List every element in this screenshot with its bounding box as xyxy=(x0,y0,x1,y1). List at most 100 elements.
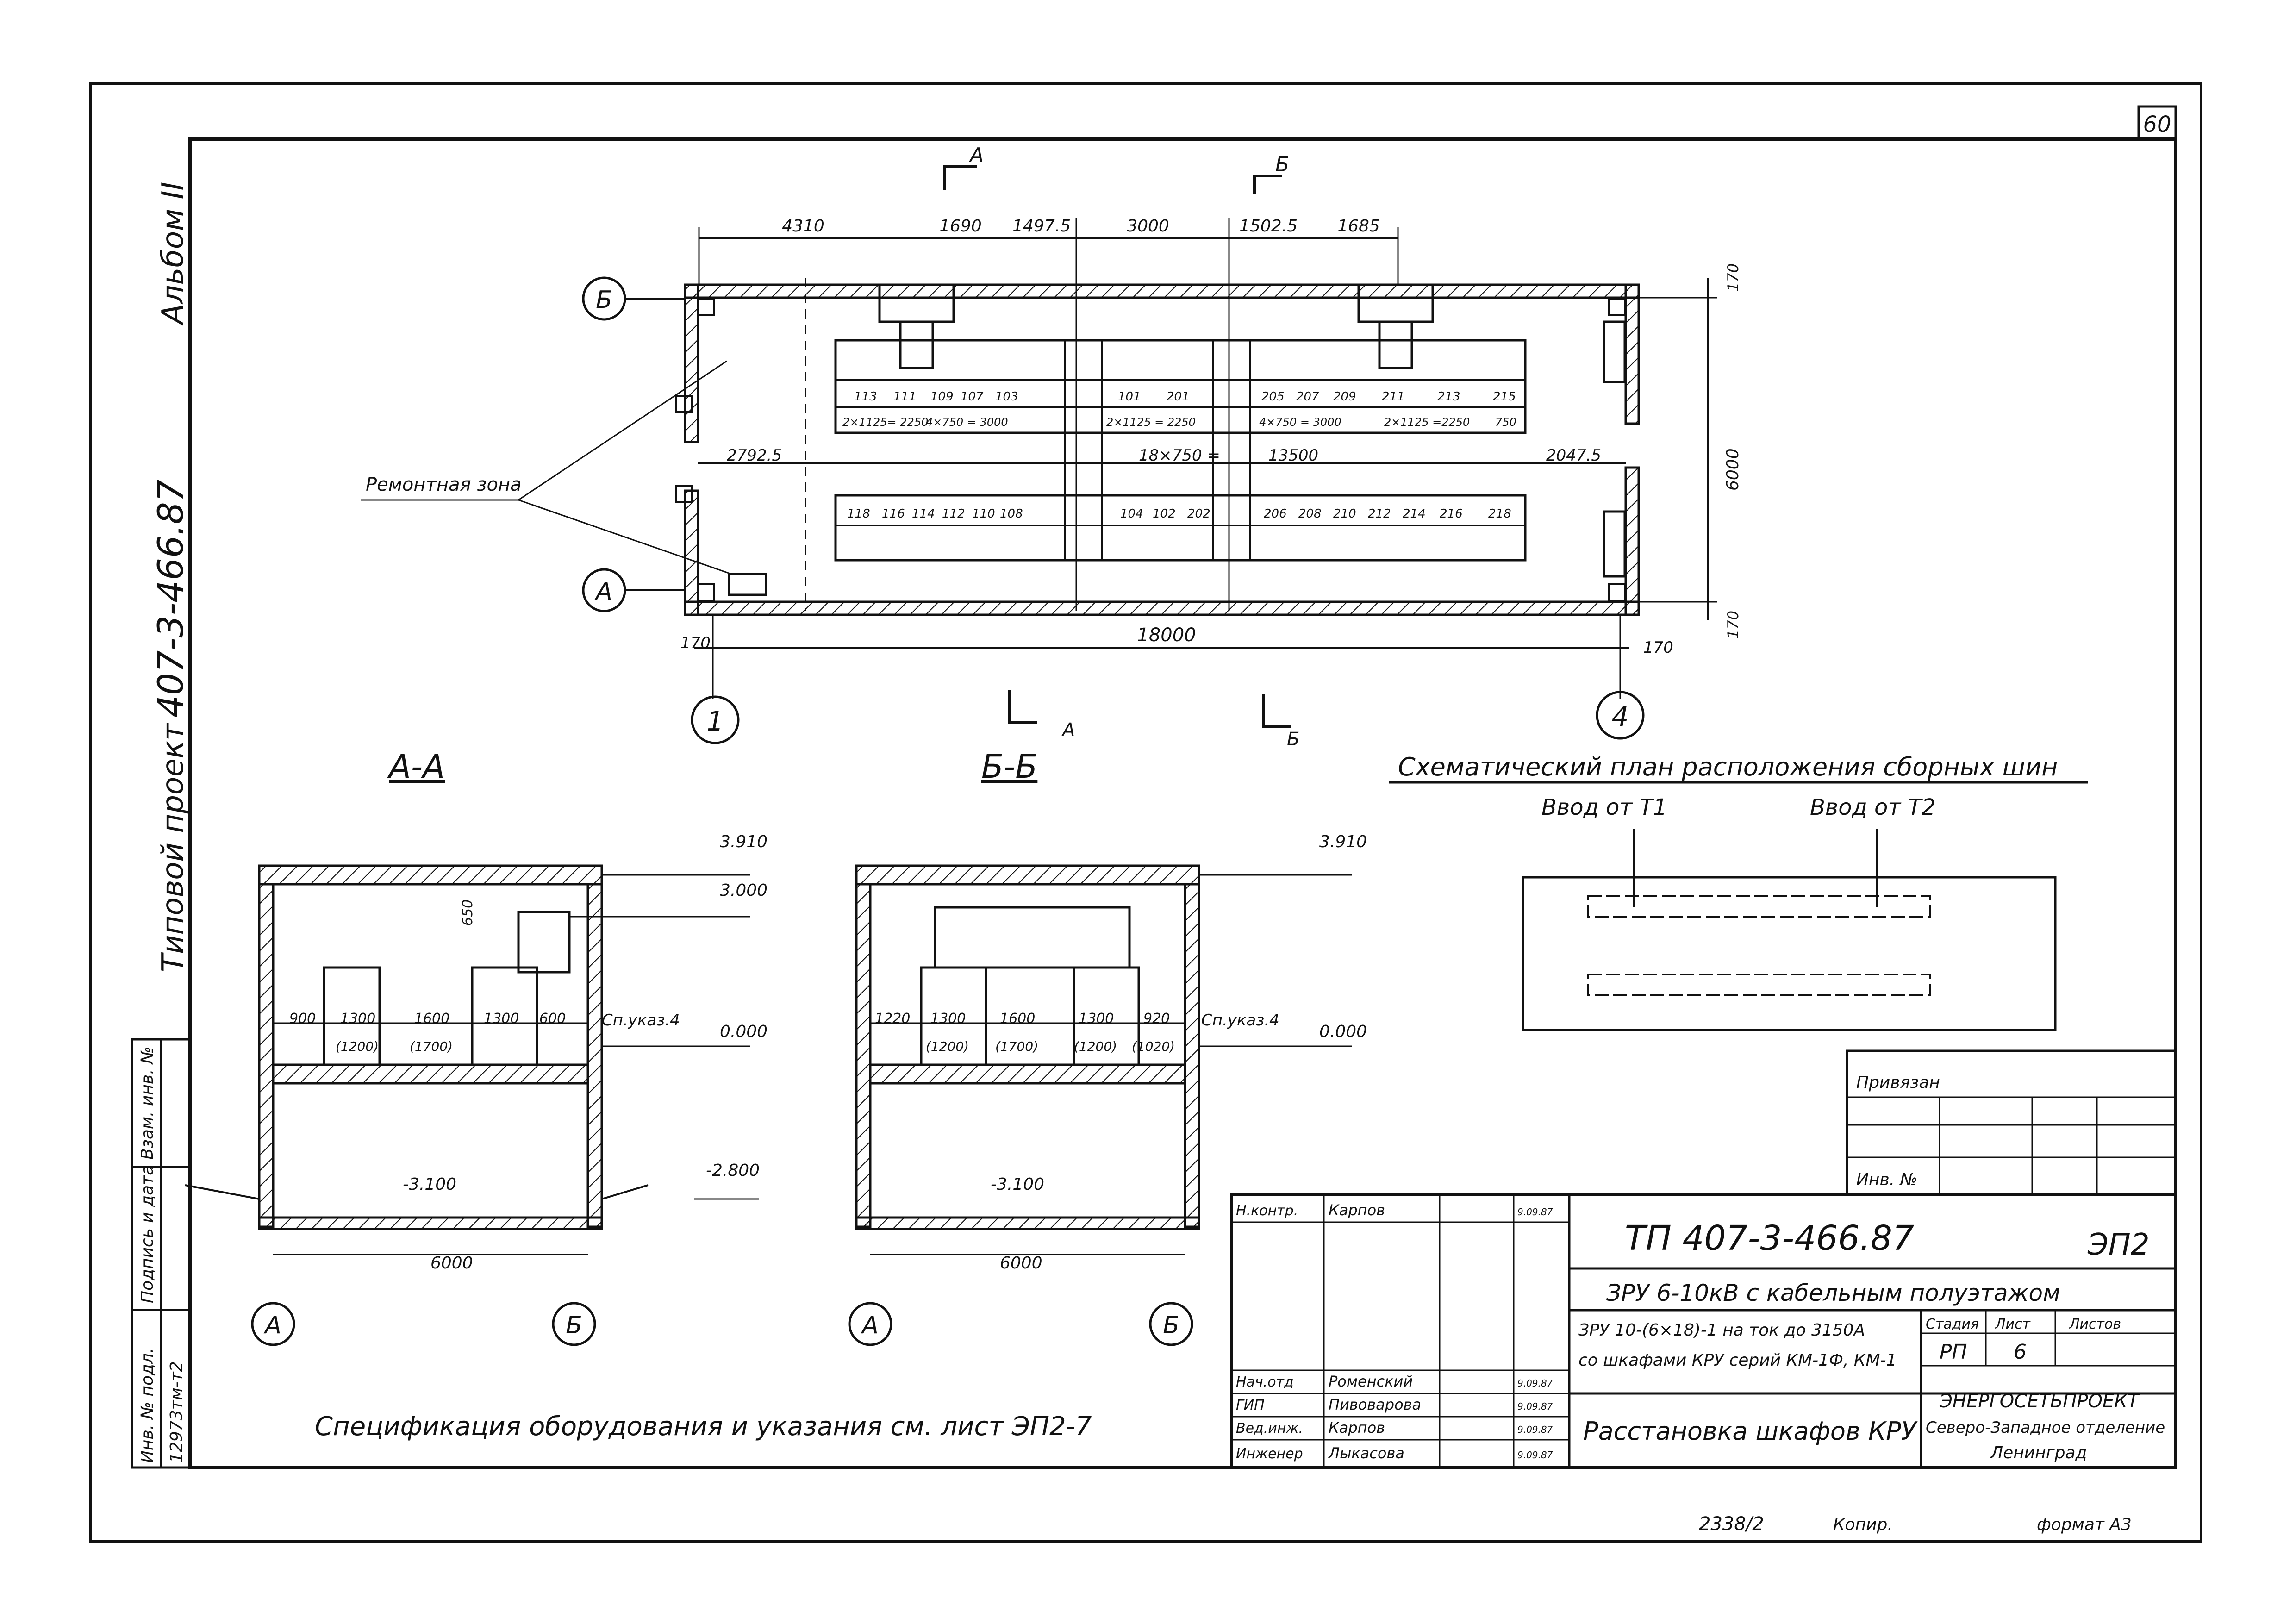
aa-dim-4: 600 xyxy=(539,1011,566,1027)
tb-sheets-label: Листов xyxy=(2069,1316,2121,1332)
axis-number-1: 1 xyxy=(707,706,724,737)
cabinet-dim: 4×750 = 3000 xyxy=(1259,416,1341,429)
tb-doc-mark: ЭП2 xyxy=(2087,1228,2150,1262)
tb-name-3: Карпов xyxy=(1329,1419,1385,1437)
aa-dim-sub-1: (1700) xyxy=(410,1039,453,1054)
cabinet-cell: 104 xyxy=(1120,507,1143,521)
aa-dim-3: 1300 xyxy=(484,1011,519,1027)
tb-description-2: со шкафами КРУ серий КМ-1Ф, КМ-1 xyxy=(1578,1351,1897,1370)
tb-object: ЗРУ 6-10кВ с кабельным полуэтажом xyxy=(1606,1280,2060,1306)
stamp-inv-podl: Инв. № подл. xyxy=(138,1348,157,1463)
tb-org-2: Северо-Западное отделение xyxy=(1926,1418,2165,1437)
cabinet-cell: 113 xyxy=(854,390,877,404)
bb-width: 6000 xyxy=(1000,1254,1042,1273)
tb-stage-label: Стадия xyxy=(1926,1316,1979,1332)
section-bb-title: Б-Б xyxy=(981,748,1037,786)
cabinet-dim: 2×1125 =2250 xyxy=(1384,416,1470,429)
section-aa-drawing xyxy=(185,864,759,1255)
aa-dim-1: 1300 xyxy=(340,1011,375,1027)
aa-level-1: 3.000 xyxy=(720,881,767,900)
tb-date-2: 9.09.87 xyxy=(1517,1401,1553,1412)
cabinet-cell: 109 xyxy=(930,390,954,404)
tb-role-0: Н.контр. xyxy=(1236,1203,1298,1219)
aa-axis-b-bubble xyxy=(552,1302,596,1346)
cabinet-cell: 201 xyxy=(1167,390,1190,404)
cabinet-cell: 213 xyxy=(1437,390,1460,404)
project-type-label: Типовой проект xyxy=(156,723,190,972)
tb-date-4: 9.09.87 xyxy=(1517,1449,1553,1461)
dim-bottom-1: 18000 xyxy=(1137,625,1196,646)
cabinet-cell: 118 xyxy=(847,507,870,521)
page-number-box xyxy=(2137,105,2177,140)
busbar-input-1: Ввод от Т1 xyxy=(1541,794,1667,820)
stamp-vzam-inv: Взам. инв. № xyxy=(138,1047,157,1160)
tb-role-1: Нач.отд xyxy=(1236,1374,1294,1390)
busbar-title: Схематический план расположения сборных … xyxy=(1398,752,2058,781)
bb-dim-sub-1: (1700) xyxy=(995,1039,1038,1054)
project-code-vertical: 407-3-466.87 xyxy=(150,480,191,718)
bb-axis-b-bubble xyxy=(1149,1302,1193,1346)
cabinet-cell: 208 xyxy=(1298,507,1322,521)
dim-bottom-2: 170 xyxy=(1643,638,1673,657)
cabinet-cell: 110 xyxy=(972,507,995,521)
cabinet-cell: 214 xyxy=(1403,507,1426,521)
cabinet-cell: 211 xyxy=(1382,390,1405,404)
tb-name-0: Карпов xyxy=(1329,1201,1385,1219)
dim-inner-2: 13500 xyxy=(1268,446,1318,465)
tb-date-3: 9.09.87 xyxy=(1517,1424,1553,1435)
aa-axis-b: Б xyxy=(566,1312,582,1339)
cabinet-cell: 202 xyxy=(1187,507,1210,521)
bb-dim-3: 1300 xyxy=(1079,1011,1114,1027)
dim-side-1: 6000 xyxy=(1723,448,1742,491)
axis-bubble-1 xyxy=(691,695,740,744)
dim-top-3: 3000 xyxy=(1127,217,1169,236)
dim-top-0: 4310 xyxy=(782,217,824,236)
repair-zone-label: Ремонтная зона xyxy=(366,474,522,495)
axis-bubble-4 xyxy=(1596,691,1645,740)
cabinet-cell: 216 xyxy=(1440,507,1463,521)
tb-role-3: Вед.инж. xyxy=(1236,1420,1303,1437)
tb-privyazan: Привязан xyxy=(1856,1073,1940,1092)
spec-note: Спецификация оборудования и указания см.… xyxy=(315,1412,1092,1442)
bb-level-2: -3.100 xyxy=(991,1175,1044,1194)
cabinet-cell: 111 xyxy=(893,390,917,404)
aa-level-4: -3.100 xyxy=(403,1175,456,1194)
aa-note: Сп.указ.4 xyxy=(602,1011,680,1030)
bb-dim-0: 1220 xyxy=(875,1011,910,1027)
cabinet-cell: 102 xyxy=(1153,507,1176,521)
cabinet-row-bottom: 118 116 114 112 110 108 104 102 202 206 … xyxy=(847,507,1511,521)
section-bb-drawing xyxy=(855,864,1352,1255)
tb-date-0: 9.09.87 xyxy=(1517,1206,1553,1218)
dim-inner-0: 2792.5 xyxy=(727,446,782,465)
aa-width: 6000 xyxy=(430,1254,473,1273)
busbar-input-2: Ввод от Т2 xyxy=(1810,794,1935,820)
cabinet-cell: 116 xyxy=(882,507,905,521)
tb-sheet-label: Лист xyxy=(1995,1316,2031,1332)
aa-level-2: 0.000 xyxy=(720,1022,767,1041)
bb-dim-sub-2: (1200) xyxy=(1074,1039,1117,1054)
tb-drawing-title: Расстановка шкафов КРУ xyxy=(1583,1417,1918,1446)
section-aa-title: А-А xyxy=(387,748,445,786)
aa-dim-650: 650 xyxy=(460,899,476,926)
title-block xyxy=(1230,1049,2177,1469)
bb-dim-sub-0: (1200) xyxy=(926,1039,969,1054)
axis-number-4: 4 xyxy=(1612,701,1629,732)
tb-org-1: ЭНЕРГОСЕТЬПРОЕКТ xyxy=(1939,1391,2140,1412)
cabinet-dim: 2×1125= 2250 xyxy=(842,416,928,429)
cabinet-row-top: 113 111 109 107 103 101 201 205 207 209 … xyxy=(842,390,1516,429)
dim-side-2: 170 xyxy=(1724,611,1742,639)
cabinet-cell: 101 xyxy=(1118,390,1141,404)
cabinet-cell: 207 xyxy=(1296,390,1319,404)
cabinet-cell: 107 xyxy=(961,390,984,404)
left-stamp: Инв. № подл. Подпись и дата Взам. инв. №… xyxy=(131,1038,191,1469)
footer-kopir: Копир. xyxy=(1833,1515,1893,1534)
aa-dim-0: 900 xyxy=(289,1011,316,1027)
dim-bottom-0: 170 xyxy=(680,634,711,652)
tb-date-1: 9.09.87 xyxy=(1517,1378,1553,1389)
cabinet-cell: 210 xyxy=(1333,507,1356,521)
axis-letter-a: А xyxy=(594,578,612,606)
section-mark-bottom-b: Б xyxy=(1287,729,1299,750)
inner-frame xyxy=(188,137,2177,1469)
footer-format: формат А3 xyxy=(2037,1515,2132,1534)
bb-dim-sub-3: (1020) xyxy=(1132,1039,1175,1054)
